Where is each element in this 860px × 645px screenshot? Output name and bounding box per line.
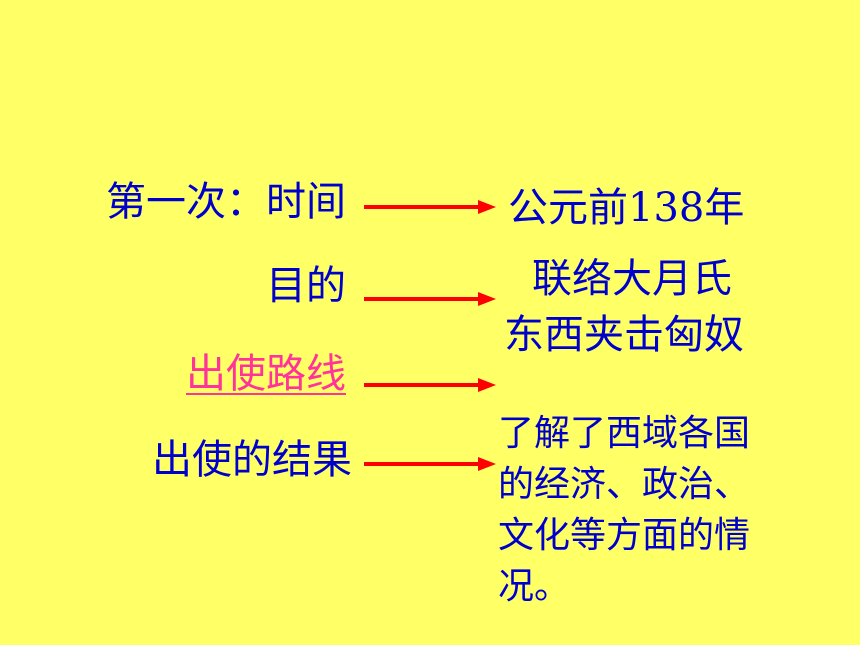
- result-value-line: 的经济、政治、: [498, 464, 751, 505]
- arrow-right-icon: [364, 375, 496, 395]
- route-link[interactable]: 出使路线: [186, 351, 346, 397]
- arrow-right-icon: [364, 197, 496, 217]
- purpose-value-line2: 东西夹击匈奴: [504, 312, 744, 358]
- arrow-right-icon: [364, 289, 496, 309]
- result-value-line: 文化等方面的情: [498, 515, 751, 556]
- time-label: 第一次：时间: [106, 179, 346, 225]
- route-label: 出使路线: [146, 350, 346, 398]
- time-value: 公元前138年: [508, 185, 745, 231]
- result-value-line: 了解了西域各国: [498, 413, 751, 454]
- purpose-value-line1: 联络大月氏: [532, 256, 732, 302]
- result-value-line: 况。: [498, 566, 571, 607]
- arrow-right-icon: [364, 454, 496, 474]
- purpose-label: 目的: [266, 263, 346, 309]
- result-label: 出使的结果: [152, 437, 352, 483]
- result-value: 了解了西域各国 的经济、政治、 文化等方面的情 况。: [498, 408, 818, 612]
